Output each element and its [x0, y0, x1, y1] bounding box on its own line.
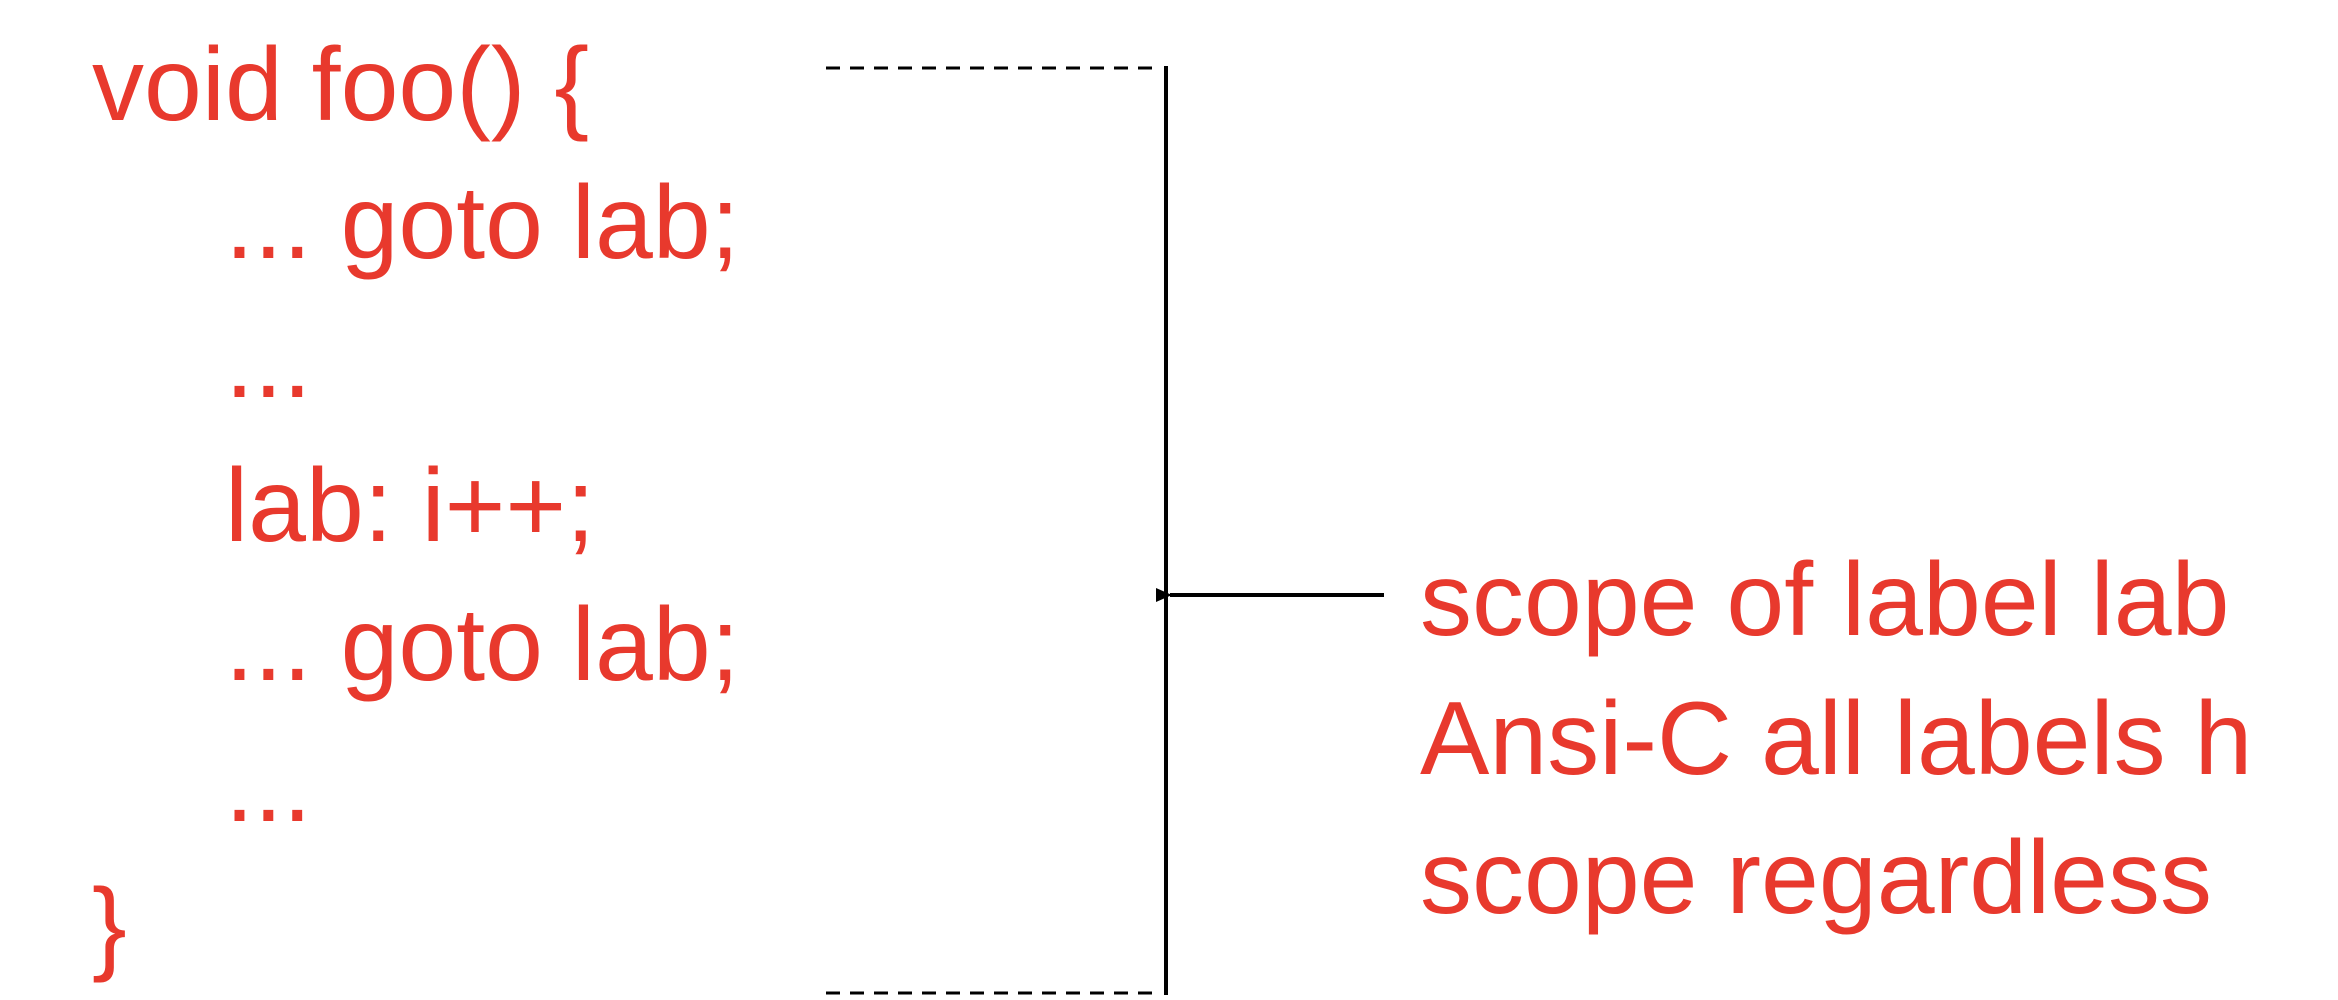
code-line-goto-2: ... goto lab; [225, 587, 740, 703]
code-line-ellipsis-2: ... [225, 728, 312, 844]
code-line-function-signature: void foo() { [92, 27, 590, 143]
annotation-line-1: scope of label lab [1420, 542, 2230, 658]
annotation-line-2: Ansi-C all labels h [1420, 681, 2253, 797]
annotation-line-3: scope regardless [1420, 820, 2212, 936]
code-line-ellipsis-1: ... [225, 304, 312, 420]
code-line-label-statement: lab: i++; [225, 448, 596, 564]
code-line-closing-brace: } [92, 868, 127, 984]
code-line-goto-1: ... goto lab; [225, 165, 740, 281]
